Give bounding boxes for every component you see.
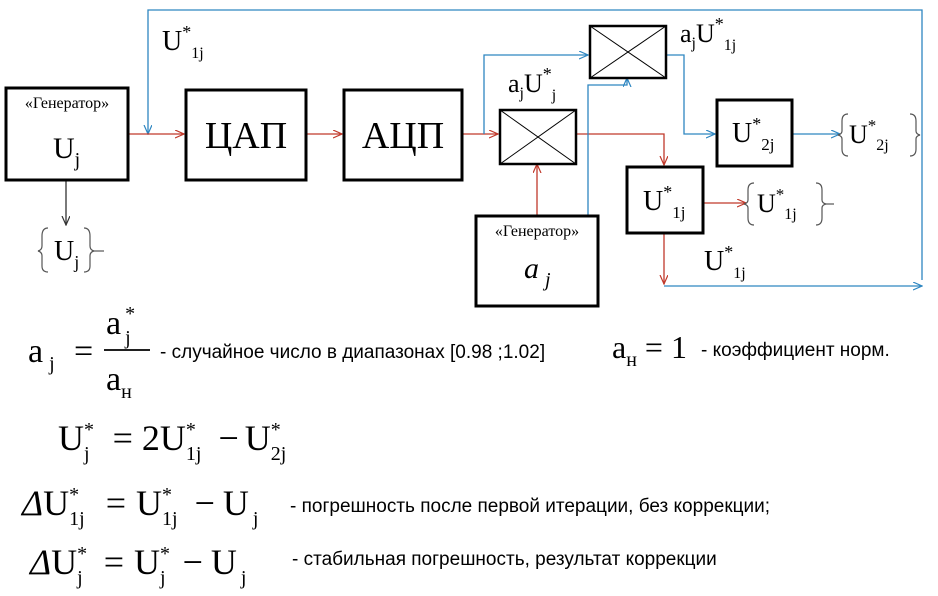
svg-text:=: =	[74, 333, 93, 370]
svg-text:- коэффициент норм.: - коэффициент норм.	[701, 340, 890, 361]
svg-text:- стабильная погрешность, резу: - стабильная погрешность, результат корр…	[292, 549, 717, 570]
svg-text:aj: aj	[28, 333, 55, 375]
u2j-block	[715, 98, 794, 168]
svg-text:- случайное число в диапазонах: - случайное число в диапазонах [0.98 ;1.…	[160, 342, 545, 363]
svg-text:a*j: a*j	[106, 303, 135, 349]
top-feedback-wire	[148, 9, 923, 280]
adc-block	[342, 88, 464, 182]
u2j-block-label: U*2j	[732, 114, 774, 154]
formula-correction: U*j = 2U*1j −U*2j	[58, 418, 286, 468]
svg-text:ΔU*j =U*j −Uj: ΔU*j =U*j −Uj	[28, 542, 246, 592]
svg-text:Uj: Uj	[54, 236, 79, 272]
u1j-block	[625, 165, 705, 235]
u1j-block-label: U*1j	[643, 182, 685, 222]
multiplier-1	[498, 108, 578, 166]
svg-text:- погрешность после первой ите: - погрешность после первой итерации, без…	[290, 496, 770, 517]
mult2-to-u2j-wire	[666, 54, 715, 134]
feedback-to-mult2-wire	[587, 78, 627, 218]
svg-text:U*2j: U*2j	[849, 116, 889, 154]
svg-text:U*1j: U*1j	[757, 185, 797, 223]
mult2-out-label: ajU*1j	[680, 14, 736, 54]
generator-u-title: «Генератор»	[25, 95, 109, 112]
top-feedback-label: U*1j	[162, 22, 204, 62]
generator-a-title: «Генератор»	[495, 223, 579, 240]
svg-text:aн: aн	[106, 361, 132, 403]
bottom-feedback-label: U*1j	[704, 242, 746, 282]
svg-text:ΔU*1j =U*1j −Uj: ΔU*1j =U*1j −Uj	[20, 483, 258, 533]
dac-block	[184, 88, 308, 182]
multiplier-2	[588, 24, 668, 80]
formula-a-norm: aн= 1 - коэффициент норм.	[612, 329, 890, 371]
mult1-to-u1j-wire	[576, 133, 664, 165]
u1j-output-set: U*1j	[743, 182, 834, 226]
generator-a-block	[474, 214, 600, 308]
mult1-out-label: ajU*j	[508, 64, 556, 104]
uj-output-set: Uj	[37, 227, 104, 273]
generator-u-var: Uj	[53, 132, 80, 171]
adc-to-mult2-wire	[483, 55, 588, 134]
adc-label: АЦП	[362, 115, 444, 157]
dac-label: ЦАП	[205, 115, 287, 157]
u2j-output-set: U*2j	[837, 113, 921, 157]
svg-text:aн= 1: aн= 1	[612, 329, 687, 371]
svg-text:U*j = 2U*1j −U*2j: U*j = 2U*1j −U*2j	[58, 418, 286, 468]
generator-u-block	[4, 86, 130, 182]
